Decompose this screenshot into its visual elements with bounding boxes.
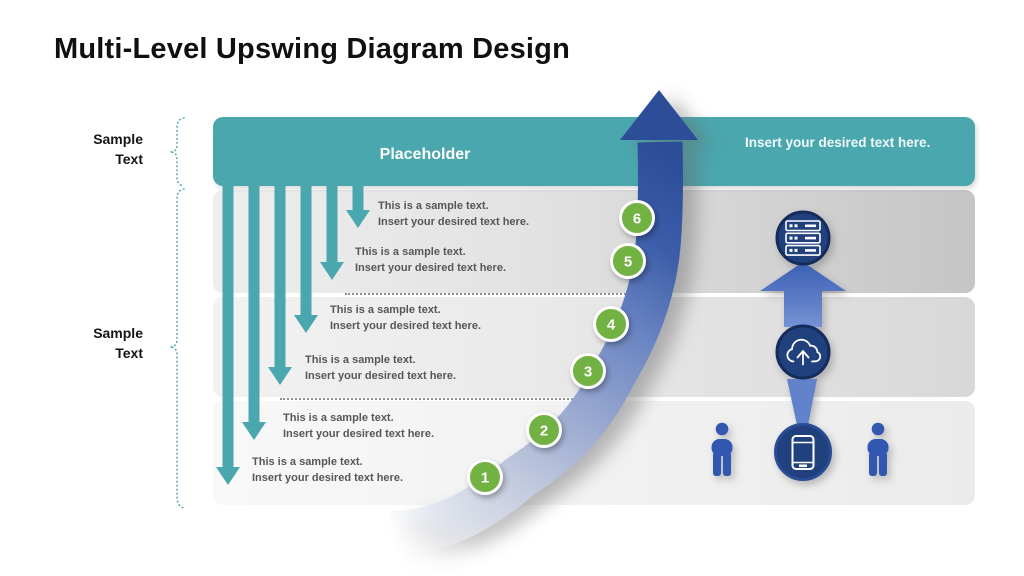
side-label-2: Sample Text: [93, 325, 143, 361]
svg-text:1: 1: [481, 470, 489, 487]
svg-text:5: 5: [624, 254, 632, 271]
person-icon: [711, 422, 733, 476]
server-icon: [775, 210, 831, 266]
dotted-divider-1: [345, 293, 641, 295]
dotted-divider-2: [280, 398, 612, 400]
step-text-5: This is a sample text.Insert your desire…: [355, 246, 506, 274]
svg-text:6: 6: [633, 211, 641, 228]
step-text-3: This is a sample text.Insert your desire…: [305, 354, 456, 382]
brace-bottom: [169, 188, 185, 509]
down-arrow-4: [294, 186, 318, 333]
page-title: Multi-Level Upswing Diagram Design: [54, 33, 570, 65]
brace-top: [169, 117, 185, 187]
header-title: Placeholder: [379, 146, 471, 163]
down-arrows: [216, 186, 370, 485]
down-arrow-1: [216, 186, 240, 485]
down-arrow-6: [346, 186, 370, 228]
down-arrow-3: [268, 186, 292, 385]
down-arrow-5: [320, 186, 344, 280]
step-chip-4: 4: [593, 306, 629, 342]
cloud-upload-icon: [775, 324, 831, 380]
upswing-arrow-icon: [390, 90, 698, 557]
step-text-4: This is a sample text.Insert your desire…: [330, 304, 481, 332]
step-text-6: This is a sample text.Insert your desire…: [378, 200, 529, 228]
side-label-1: Sample Text: [93, 131, 143, 167]
svg-text:2: 2: [540, 423, 548, 440]
step-chip-6: 6: [619, 200, 655, 236]
beam-connector: [787, 379, 817, 425]
down-arrow-2: [242, 186, 266, 440]
svg-text:3: 3: [584, 364, 592, 381]
step-chip-1: 1: [467, 459, 503, 495]
step-text-1: This is a sample text.Insert your desire…: [252, 456, 403, 484]
up-arrow-icon: [760, 262, 846, 327]
right-assembly: [711, 210, 889, 481]
step-chip-5: 5: [610, 243, 646, 279]
header-bar: [213, 117, 975, 186]
smartphone-icon: [774, 423, 832, 481]
svg-text:4: 4: [607, 317, 616, 334]
step-text-2: This is a sample text.Insert your desire…: [283, 412, 434, 440]
step-chip-2: 2: [526, 412, 562, 448]
dotted-brace-group: [169, 117, 185, 509]
header-note: Insert your desired text here.: [745, 135, 931, 150]
step-chip-3: 3: [570, 353, 606, 389]
person-icon: [867, 422, 889, 476]
row-band-1: [213, 190, 975, 293]
step-chips: 1 2 3 4 5 6: [467, 200, 655, 495]
